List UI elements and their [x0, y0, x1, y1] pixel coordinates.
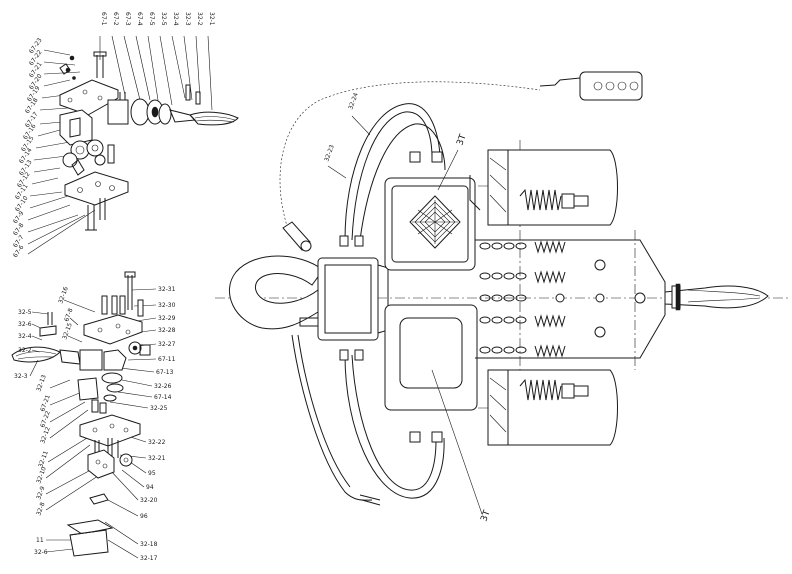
chain-links	[479, 242, 527, 354]
label-b32-5: 32-5	[18, 309, 32, 316]
label-r32-20: 32-20	[140, 497, 158, 504]
label-67-5: 67-5	[148, 12, 155, 26]
label-r32-29: 32-29	[158, 315, 176, 322]
pendant-control	[539, 71, 643, 101]
central-gear-housing	[317, 257, 389, 341]
label-b11: 11	[36, 537, 44, 544]
label-67-2: 67-2	[112, 12, 119, 26]
upper-parts	[59, 51, 239, 231]
hook	[228, 255, 324, 330]
lower-right-labels: 32-31 32-30 32-29 32-28 32-27 67-11 67-1…	[104, 286, 176, 562]
label-b32-8: 32-8	[35, 501, 46, 516]
label-b67-22: 67-22	[39, 410, 52, 429]
label-b32-10: 32-10	[35, 466, 48, 485]
label-32-4: 32-4	[172, 12, 179, 26]
upper-bracket	[469, 149, 618, 226]
label-r96: 96	[140, 513, 148, 520]
label-r32-25: 32-25	[150, 405, 168, 412]
label-b32-6b: 32-6	[34, 549, 48, 556]
label-r32-22: 32-22	[148, 439, 166, 446]
label-r67-13: 67-13	[156, 369, 174, 376]
label-r32-27: 32-27	[158, 341, 176, 348]
label-r95: 95	[148, 470, 156, 477]
label-b67-21: 67-21	[39, 394, 52, 413]
label-r67-11: 67-11	[158, 356, 176, 363]
lower-exploded-view: 32-5 32-6 32-4 32-2 32-3 32-16 67-8 32-1…	[11, 271, 176, 562]
label-b32-11: 32-11	[37, 450, 50, 469]
label-r32-18: 32-18	[140, 541, 158, 548]
label-r94: 94	[146, 484, 154, 491]
upper-exploded-view: 67-1 67-2 67-3 67-4 67-5 32-5 32-4 32-3 …	[12, 12, 239, 259]
label-3T-top: 3T	[455, 133, 468, 147]
label-b67-8: 67-8	[63, 307, 74, 322]
label-b32-2: 32-2	[18, 347, 32, 354]
label-r32-21: 32-21	[148, 455, 166, 462]
label-b32-12: 32-12	[39, 426, 52, 445]
label-b32-13: 32-13	[35, 374, 48, 393]
label-m32-23: 32-23	[323, 144, 336, 163]
lower-control-box	[384, 304, 478, 411]
label-32-3: 32-3	[184, 12, 191, 26]
label-b32-9: 32-9	[35, 485, 46, 500]
label-b32-3: 32-3	[14, 373, 28, 380]
label-r32-17: 32-17	[140, 555, 158, 562]
label-b32-4: 32-4	[18, 333, 32, 340]
upper-top-labels: 67-1 67-2 67-3 67-4 67-5 32-5 32-4 32-3 …	[99, 12, 215, 111]
chain-frame	[475, 239, 666, 359]
label-3T-bottom: 3T	[479, 509, 492, 523]
label-r67-14: 67-14	[154, 394, 172, 401]
label-r32-30: 32-30	[158, 302, 176, 309]
label-67-1: 67-1	[100, 12, 107, 26]
springs	[534, 240, 566, 358]
label-b32-6: 32-6	[18, 321, 32, 328]
label-r32-26: 32-26	[154, 383, 172, 390]
label-32-2: 32-2	[196, 12, 203, 26]
label-r32-31: 32-31	[158, 286, 176, 293]
left-cable-plug	[282, 221, 312, 252]
label-32-5: 32-5	[160, 12, 167, 26]
lower-parts	[11, 271, 151, 557]
label-m32-24: 32-24	[347, 92, 360, 111]
lower-bracket	[487, 369, 618, 446]
main-hoist-assembly: 32-24 32-23 3T 3T	[215, 71, 790, 523]
label-r32-28: 32-28	[158, 327, 176, 334]
label-67-3: 67-3	[124, 12, 131, 26]
upper-control-box	[384, 177, 476, 271]
label-32-1: 32-1	[208, 12, 215, 26]
label-67-4: 67-4	[136, 12, 143, 26]
right-tail	[664, 283, 769, 311]
